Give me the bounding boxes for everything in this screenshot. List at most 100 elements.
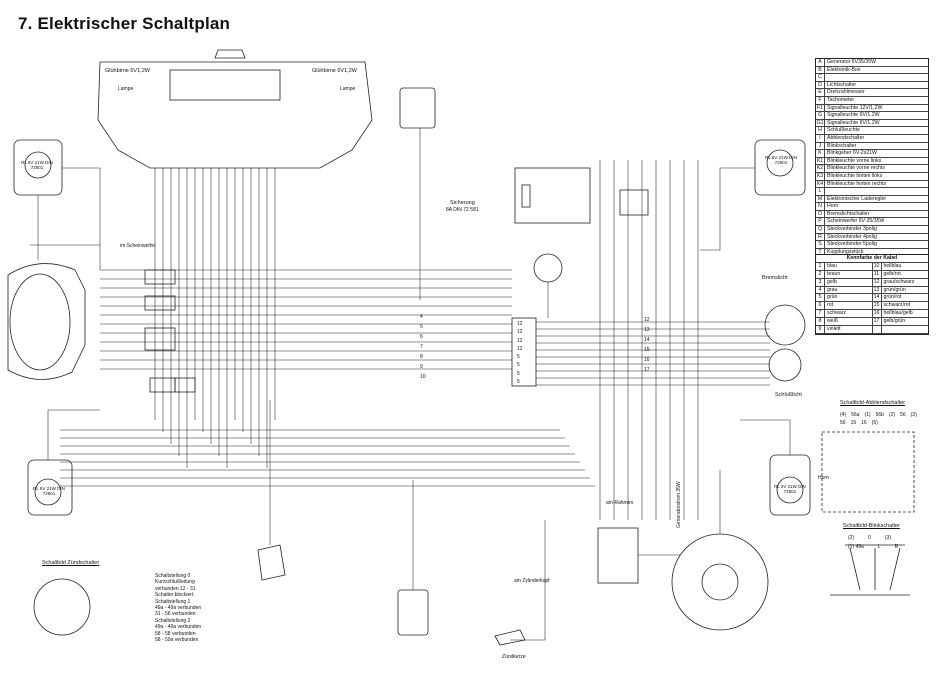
- wire-mark: 5: [517, 370, 520, 377]
- label-lampe-left: Lampe: [118, 86, 134, 92]
- wire-mark: (5): [871, 420, 878, 426]
- legend-key: K2: [816, 165, 825, 172]
- legend-key: C: [816, 74, 825, 81]
- legend-value: Blinkschalter: [827, 142, 857, 149]
- wire-mark: (2): [888, 412, 896, 418]
- wire-mark: (2): [848, 535, 855, 541]
- wire: [510, 520, 546, 641]
- wire-mark: 12: [517, 337, 523, 344]
- label-generator-note: Generatorstrom 35W: [676, 481, 682, 528]
- brake-light: [764, 304, 806, 346]
- instrument-cluster: [97, 61, 373, 169]
- wire-mark: (1) 49a: [848, 544, 864, 550]
- ignition-text-line: Schaltstellung 1: [155, 598, 191, 605]
- legend-value: Bremslichtschalter: [827, 210, 870, 217]
- legend-key: M: [816, 195, 825, 203]
- wire: [700, 167, 755, 251]
- legend-value: Elektronik-Box: [827, 66, 861, 73]
- legend-value: Blinkleuchte hinten rechts: [827, 180, 887, 187]
- legend-value: Blinkleuchte vorne rechts: [827, 165, 885, 172]
- front-right-bulb: [766, 149, 794, 177]
- wire-mark: 7: [420, 344, 423, 350]
- instrument-connector: [169, 69, 281, 101]
- wire-mark: 56: [900, 412, 906, 418]
- legend-key: F1: [816, 104, 825, 112]
- legend-value: Blinkleuchte hinten links: [827, 172, 883, 179]
- brake-switch: [619, 189, 649, 216]
- ignition-text-line: 49a - 49a verbunden: [155, 624, 202, 631]
- label-schaltbild-blink: Schaltbild-Blinkschalter: [843, 523, 900, 529]
- legend-value: Scheinwerfer 6V-35/35W: [827, 218, 885, 225]
- ignition-switch: [33, 578, 91, 636]
- legend-key: K1: [816, 157, 825, 165]
- wire-mark: 5: [420, 324, 423, 330]
- label-bulb-front-left: RL 6V 21W DIN 72601: [21, 160, 53, 170]
- label-schaltbild-zuend: Schaltbild Zündschalter: [42, 560, 100, 566]
- wire: [62, 167, 101, 270]
- legend-key: P: [816, 218, 825, 226]
- wire-mark: 12: [517, 329, 523, 336]
- blink-schematic: [830, 544, 910, 596]
- wire-mark: 6: [420, 334, 423, 340]
- horn-unit: [257, 544, 286, 581]
- electronic-box: [597, 527, 639, 584]
- wire-mark: 12: [517, 321, 523, 327]
- legend-key: A: [816, 59, 825, 66]
- legend-key: B: [816, 66, 825, 74]
- label-bulb-front-right: RL 6V 21W DIN 72601: [765, 155, 797, 165]
- wire-mark: 56a: [851, 412, 860, 418]
- generator: [671, 533, 769, 631]
- ignition-text-line: 58 - 59a verbunden: [155, 637, 199, 644]
- legend-key: Q: [816, 226, 825, 233]
- legend-value: Lichtschalter: [827, 81, 857, 88]
- label-sicherung: Sicherung: [450, 200, 475, 206]
- cable-color-header: Kennfarbe der Kabel: [816, 255, 928, 263]
- legend-key: N: [816, 203, 825, 210]
- legend-key: G: [816, 112, 825, 119]
- label-bulb-rear-right: RL 6V 21W DIN 72601: [774, 484, 806, 494]
- wire-mark: 17: [644, 367, 650, 373]
- legend-key: I: [816, 134, 825, 142]
- label-im-scheinwerfer: im Scheinwerfer: [120, 243, 156, 249]
- label-bulb-rear-left: RL 6V 21W DIN 72601: [33, 486, 65, 496]
- wire-mark: 56b: [875, 412, 884, 418]
- legend-row: L: [816, 188, 928, 196]
- label-schaltbild-abblend: Schaltbild-Abblendschalter: [840, 400, 906, 406]
- legend-value: Generator 6V35/35W: [827, 59, 877, 65]
- switch-housing: [399, 87, 436, 129]
- label-zuendkerze: Zündkerze: [502, 654, 526, 660]
- wire-mark: 5: [517, 354, 520, 361]
- fuse: [521, 184, 531, 208]
- legend-value: Blinkgeber 6V-2x21W: [827, 150, 877, 157]
- rear-left-bulb: [34, 478, 62, 506]
- wire-mark: 12: [644, 317, 650, 323]
- legend-value: [825, 74, 827, 81]
- legend-key: G1: [816, 119, 825, 127]
- legend-key: H: [816, 127, 825, 134]
- legend-key: F: [816, 96, 825, 104]
- headlight: [7, 263, 86, 380]
- wire-mark: 15: [644, 347, 650, 353]
- center-connector: [511, 317, 537, 387]
- wire-mark: 14: [644, 337, 650, 343]
- wire-mark: 12: [517, 345, 523, 352]
- legend-value: Signalleuchte 6V/1,2W: [827, 112, 880, 119]
